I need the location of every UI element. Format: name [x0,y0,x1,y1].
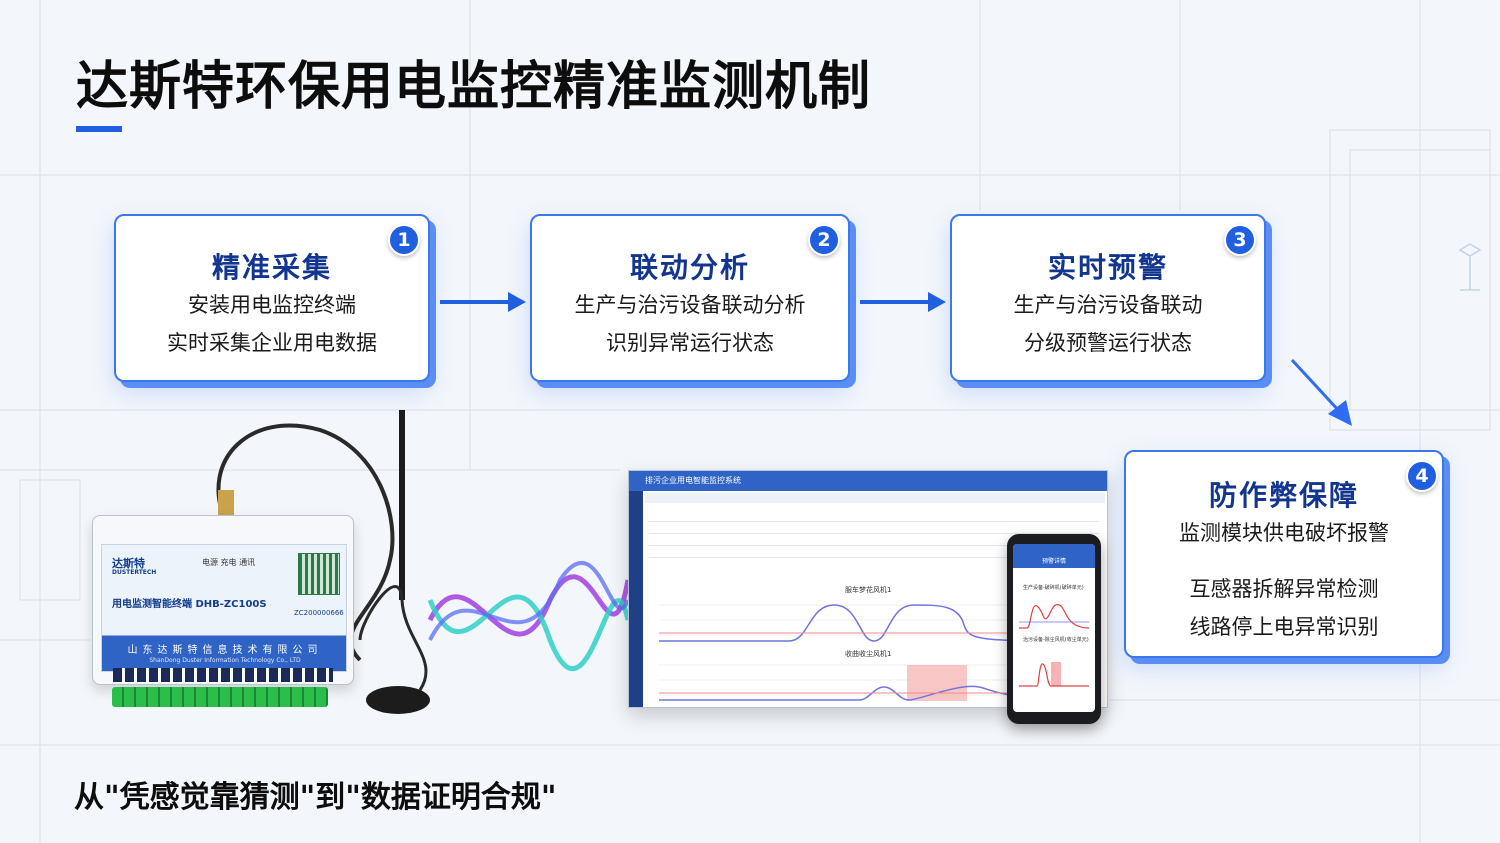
device-led-labels: 电源 充电 通讯 [202,558,256,567]
step-card-realtime-warning: 3 实时预警 生产与治污设备联动 分级预警运行状态 [950,214,1266,382]
device-brand-logo: 达斯特 [112,557,145,570]
device-model-name: 用电监测智能终端 DHB-ZC100S [112,599,267,610]
mobile-phone: 预警详情 生产设备-破碎机(破碎单元) 治污设备-除尘风机(收尘单元) [1007,534,1101,724]
arrow-down-right-icon [1290,358,1352,426]
table-row [649,533,1099,534]
step-title: 精准采集 [211,251,332,284]
step-card-precise-collection: 1 精准采集 安装用电监控终端 实时采集企业用电数据 [114,214,430,382]
system-sidebar [629,491,643,707]
chart-title: 收曲收尘风机1 [845,650,892,658]
device-serial-code: ZC200000666 [294,609,344,617]
arrow-right-icon [860,292,946,312]
table-row [649,521,1099,522]
title-underline [76,126,122,132]
device-body: 达斯特 DUSTERTECH 电源 充电 通讯 用电监测智能终端 DHB-ZC1… [92,515,354,685]
step-title: 实时预警 [1047,251,1168,284]
device-label-panel: 达斯特 DUSTERTECH 电源 充电 通讯 用电监测智能终端 DHB-ZC1… [101,544,347,672]
step-description-line: 线路停上电异常识别 [1189,615,1379,639]
chart-title: 生产设备-破碎机(破碎单元) [1023,585,1084,591]
step-description-line: 生产与治污设备联动分析 [574,293,806,317]
step-description-line: 安装用电监控终端 [188,293,356,317]
monitoring-terminal-device: 达斯特 DUSTERTECH 电源 充电 通讯 用电监测智能终端 DHB-ZC1… [92,515,362,730]
step-title: 联动分析 [629,251,750,284]
step-card-anti-cheat: 4 防作弊保障 监测模块供电破坏报警 互感器拆解异常检测 线路停上电异常识别 [1124,450,1444,658]
phone-bar-title: 预警详情 [1041,558,1066,565]
device-company-name-en: ShanDong Duster Information Technology C… [149,657,301,664]
qr-code-icon [298,553,340,595]
phone-screen: 预警详情 生产设备-破碎机(破碎单元) 治污设备-除尘风机(收尘单元) [1013,544,1095,712]
step-number-badge: 3 [1224,224,1256,256]
step-description-line: 分级预警运行状态 [1024,331,1192,355]
page-title: 达斯特环保用电监控精准监测机制 [76,57,872,117]
system-header-bar: 排污企业用电智能监控系统 [629,471,1107,491]
table-row [649,545,1099,546]
chart-title: 服车梦花风机1 [845,586,892,594]
system-tabs [645,493,1105,503]
device-terminal-block [112,687,328,707]
step-description-line: 互感器拆解异常检测 [1189,577,1379,601]
chart-title: 治污设备-除尘风机(收尘单元) [1023,637,1089,643]
step-description-line: 生产与治污设备联动 [1013,293,1203,317]
tagline: 从"凭感觉靠猜测"到"数据证明合规" [74,780,557,815]
device-brand-en: DUSTERTECH [112,569,157,576]
table-row [649,557,1099,558]
device-ports [113,668,333,682]
antenna-base-icon [366,686,430,714]
step-card-linked-analysis: 2 联动分析 生产与治污设备联动分析 识别异常运行状态 [530,214,850,382]
device-company-name: 山东达斯特信息技术有限公司 [127,645,323,656]
antenna-connector-icon [218,490,234,520]
step-number-badge: 4 [1406,460,1438,492]
step-description-line: 监测模块供电破坏报警 [1179,521,1389,545]
step-number-badge: 2 [808,224,840,256]
step-description-line: 识别异常运行状态 [606,331,774,355]
step-title: 防作弊保障 [1208,479,1359,512]
step-number-badge: 1 [388,224,420,256]
arrow-right-icon [440,292,526,312]
phone-title-bar: 预警详情 [1013,544,1095,568]
system-header-title: 排污企业用电智能监控系统 [645,476,741,485]
phone-line-charts [1019,604,1090,687]
step-description-line: 实时采集企业用电数据 [167,331,377,355]
